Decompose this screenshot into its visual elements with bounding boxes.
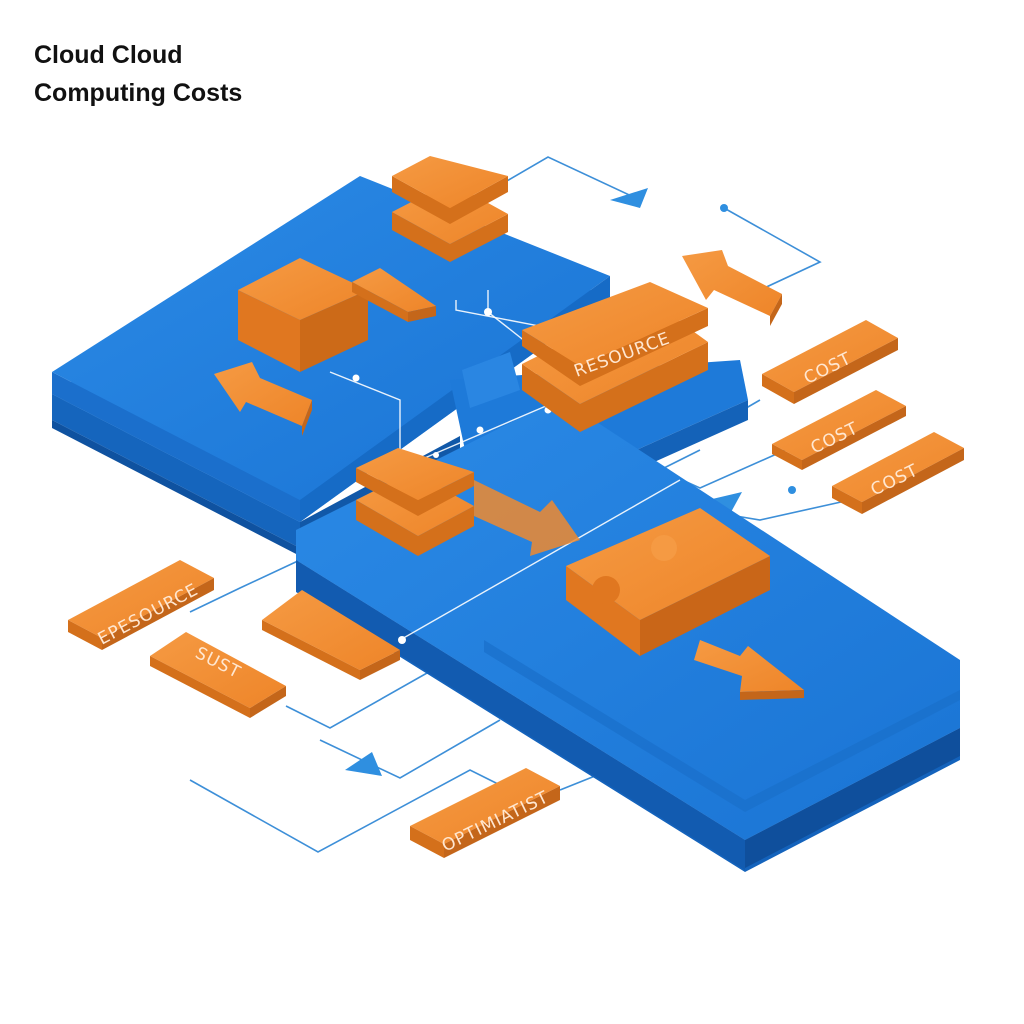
up-arrow-left-icon [214,362,312,436]
title-line-2: Computing Costs [34,79,243,107]
platform-wires [329,290,681,644]
block-long-bar [262,590,400,680]
diagram-title: Cloud Cloud Computing Costs [34,36,434,112]
block-middle-stack [356,448,474,556]
title-line-1: Cloud Cloud [34,41,183,69]
down-right-arrow-icon [694,640,804,700]
block-small-bar [352,268,436,322]
arrowhead-icon [708,492,742,514]
resource-block: RESOURCE [522,282,708,432]
arrowhead-icon [610,188,648,208]
up-arrow-right-icon [682,250,782,326]
block-puzzle [566,508,770,656]
block-top-stack [392,156,508,262]
flow-arrow-icon [474,480,580,556]
block-cube-left [238,258,368,372]
optimiatist-tag: OPTIMIATIST [410,768,560,858]
cost-tag-3: COST [832,432,964,514]
arrowhead-icon [345,752,382,776]
sust-tag: SUST [150,632,286,718]
